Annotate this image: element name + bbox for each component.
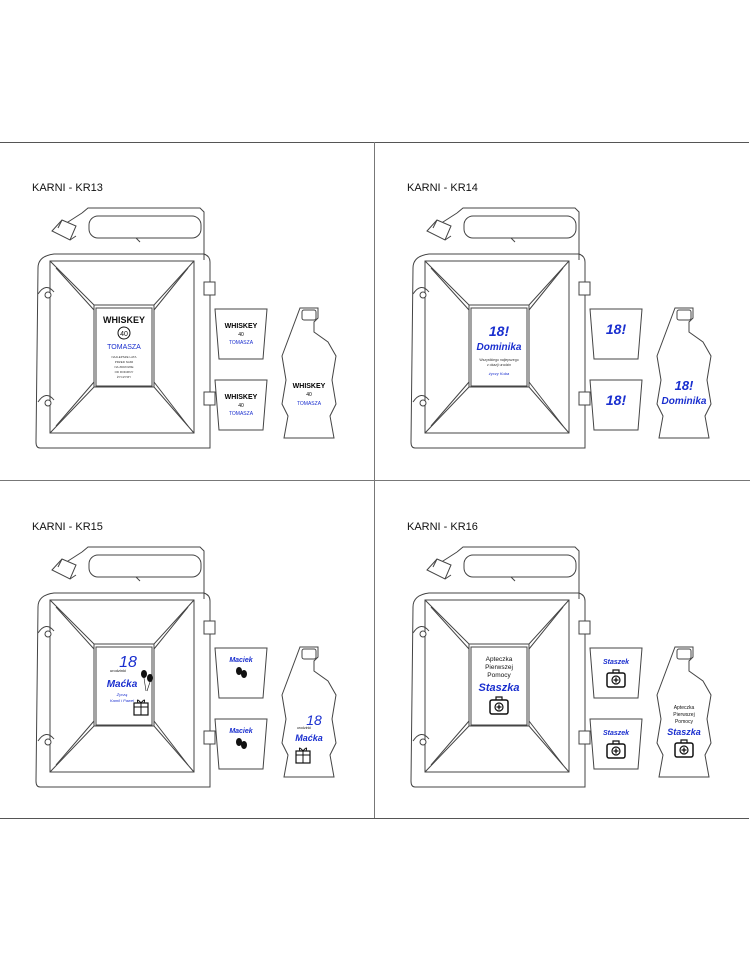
svg-text:Staszka: Staszka: [667, 727, 701, 737]
svg-text:życzy Kuba: życzy Kuba: [488, 371, 510, 376]
svg-text:TOMASZA: TOMASZA: [107, 344, 141, 351]
svg-text:PRZED NAMI: PRZED NAMI: [115, 360, 134, 364]
svg-text:18!: 18!: [606, 392, 627, 408]
svg-text:TOMASZA: TOMASZA: [229, 340, 254, 346]
svg-text:Życzą: Życzą: [116, 692, 128, 697]
svg-text:TOMASZA: TOMASZA: [297, 401, 322, 407]
svg-text:Staszka: Staszka: [479, 682, 520, 694]
svg-text:NAJLEPSZE LATA: NAJLEPSZE LATA: [111, 355, 136, 359]
svg-text:Maćka: Maćka: [107, 679, 138, 690]
svg-text:Maciek: Maciek: [229, 657, 253, 664]
kr15-product-drawing: 18 urodzinki Maćka Życzą Kamil i Paweł M…: [35, 546, 337, 788]
svg-text:18: 18: [306, 712, 322, 728]
svg-text:40: 40: [238, 332, 244, 338]
svg-text:Maćka: Maćka: [295, 733, 323, 743]
kr14-product-drawing: 18! Dominika Wszystkiego najlepszego z o…: [410, 207, 712, 449]
svg-text:Kamil i Paweł: Kamil i Paweł: [110, 698, 134, 703]
svg-text:Apteczka: Apteczka: [486, 656, 513, 663]
svg-text:Maciek: Maciek: [229, 728, 253, 735]
panel-kr14: KARNI - KR14 18! Dominika Wszystkiego na…: [375, 142, 749, 480]
svg-text:40: 40: [306, 392, 312, 398]
svg-text:WHISKEY: WHISKEY: [225, 394, 258, 401]
svg-text:OD RODZINY: OD RODZINY: [115, 370, 134, 374]
panel-title: KARNI - KR14: [407, 182, 478, 194]
product-sheet: KARNI - KR13 WHISKEY 40 TOMASZA NAJLEPSZ…: [0, 142, 750, 819]
panel-title: KARNI - KR13: [32, 182, 103, 194]
svg-text:18!: 18!: [489, 323, 510, 339]
svg-text:Staszek: Staszek: [603, 659, 630, 666]
svg-text:WHISKEY: WHISKEY: [225, 323, 258, 330]
svg-text:urodzinki: urodzinki: [110, 668, 126, 673]
svg-text:40: 40: [120, 331, 128, 338]
svg-text:TOMASZA: TOMASZA: [229, 411, 254, 417]
canister-label: WHISKEY 40 TOMASZA NAJLEPSZE LATA PRZED …: [103, 315, 145, 379]
svg-text:18!: 18!: [675, 378, 694, 393]
balloons-icon: [141, 670, 153, 692]
svg-text:Dominika: Dominika: [476, 342, 521, 353]
svg-text:Pierwszej: Pierwszej: [485, 664, 513, 671]
panel-title: KARNI - KR16: [407, 521, 478, 533]
svg-text:Pomocy: Pomocy: [487, 672, 511, 679]
horizontal-divider: [0, 480, 750, 481]
svg-text:WHISKEY: WHISKEY: [293, 383, 326, 390]
svg-text:WHISKEY: WHISKEY: [103, 315, 145, 325]
panel-kr13: KARNI - KR13 WHISKEY 40 TOMASZA NAJLEPSZ…: [0, 142, 374, 480]
svg-text:Apteczka: Apteczka: [674, 705, 695, 711]
svg-text:Pierwszej: Pierwszej: [673, 712, 694, 718]
svg-text:18!: 18!: [606, 321, 627, 337]
kr13-product-drawing: WHISKEY 40 TOMASZA NAJLEPSZE LATA PRZED …: [35, 207, 337, 449]
svg-text:40: 40: [238, 403, 244, 409]
svg-text:Dominika: Dominika: [661, 396, 706, 407]
svg-text:z okazji urodzin: z okazji urodzin: [487, 363, 511, 367]
svg-text:Pomocy: Pomocy: [675, 719, 694, 725]
svg-text:ŻYCZYMY: ŻYCZYMY: [117, 374, 131, 379]
svg-text:18: 18: [119, 654, 137, 671]
kr16-product-drawing: Apteczka Pierwszej Pomocy Staszka Stasze…: [410, 546, 712, 788]
svg-text:Wszystkiego najlepszego: Wszystkiego najlepszego: [479, 358, 518, 362]
svg-text:urodzinki: urodzinki: [297, 726, 311, 730]
panel-title: KARNI - KR15: [32, 521, 103, 533]
panel-kr15: KARNI - KR15 18 urodzinki Maćka Życzą Ka…: [0, 481, 374, 819]
panel-kr16: KARNI - KR16 Apteczka Pierwszej Pomocy S…: [375, 481, 749, 819]
svg-text:NA ZDROWIE: NA ZDROWIE: [114, 365, 133, 369]
svg-text:Staszek: Staszek: [603, 730, 630, 737]
